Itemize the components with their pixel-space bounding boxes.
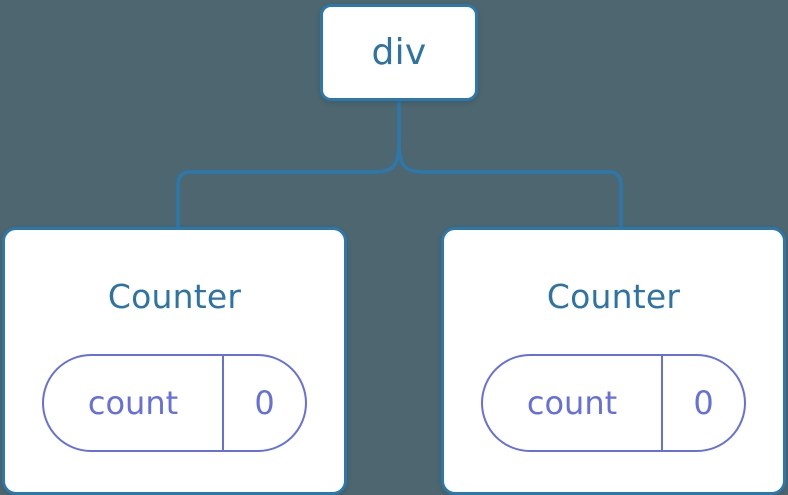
- node-div-label: div: [371, 31, 427, 73]
- node-counter-left-label: Counter: [107, 277, 242, 316]
- state-key-right: count: [483, 356, 663, 450]
- node-counter-left[interactable]: Counter count 0: [2, 227, 347, 495]
- node-counter-right-label: Counter: [546, 277, 681, 316]
- node-div[interactable]: div: [320, 4, 478, 101]
- node-counter-right[interactable]: Counter count 0: [441, 227, 786, 495]
- state-value-left: 0: [254, 384, 275, 422]
- state-pill-left[interactable]: count 0: [42, 354, 307, 452]
- state-value-right: 0: [693, 384, 714, 422]
- state-pill-right[interactable]: count 0: [481, 354, 746, 452]
- connector-branch-left: [176, 138, 401, 230]
- state-key-left: count: [44, 356, 224, 450]
- connector-branch-right: [397, 138, 623, 230]
